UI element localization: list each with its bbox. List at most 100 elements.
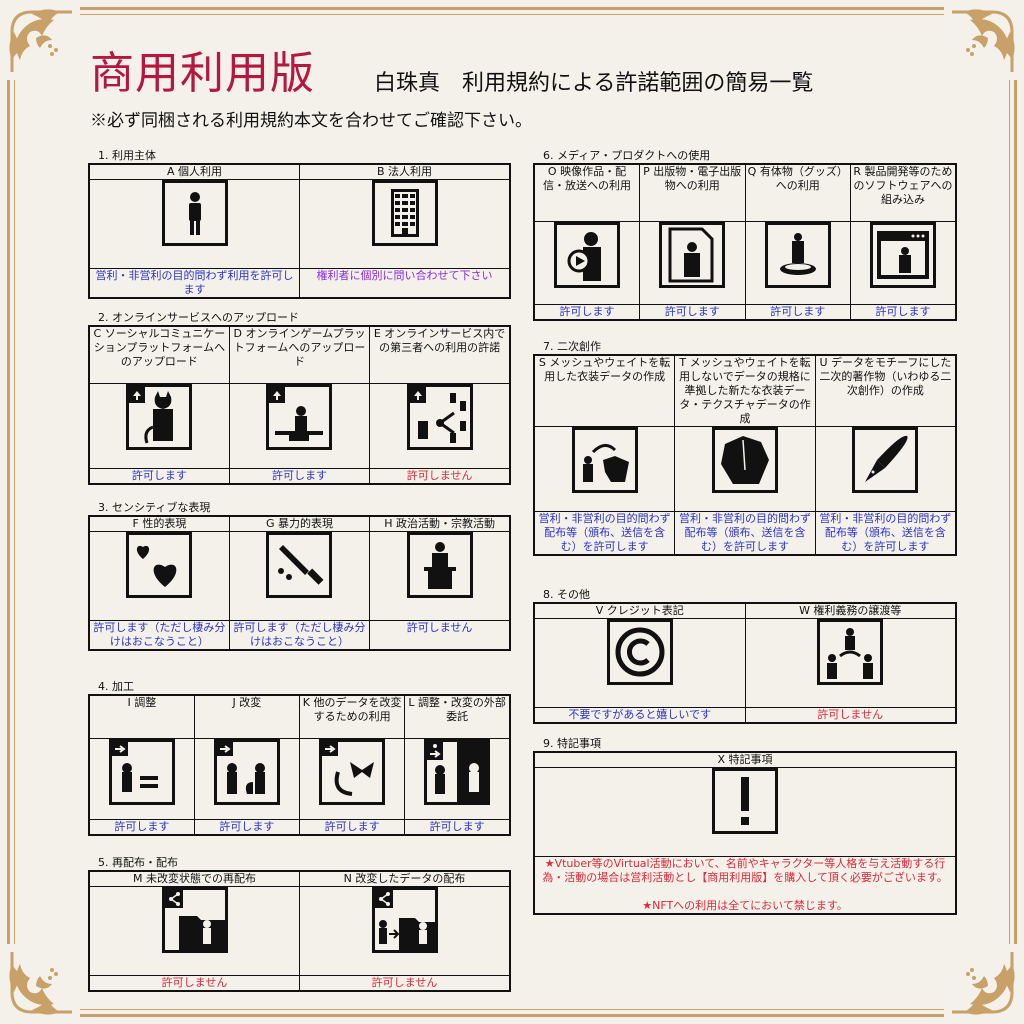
section-title: 3. センシティブな表現 <box>98 501 211 514</box>
item-icon-cell <box>88 179 300 269</box>
status-result-k: 許可します <box>298 819 406 836</box>
outsource-icon <box>424 739 491 805</box>
item-icon-cell <box>533 221 640 305</box>
special-note: ★Vtuber等のVirtual活動において、名前やキャラクター等人格を与え活動… <box>542 857 948 884</box>
status-result-f: 許可します（ただし棲み分けはおこなうこと） <box>88 620 230 651</box>
section-title: 7. 二次創作 <box>543 340 601 353</box>
section-title: 4. 加工 <box>98 680 134 693</box>
item-icon-cell <box>533 767 957 857</box>
item-label-o: O 映像作品・配信・放送への利用 <box>533 163 640 222</box>
upload-share-icon <box>406 384 473 450</box>
section-title: 5. 再配布・配布 <box>98 856 178 869</box>
item-icon-cell <box>850 221 957 305</box>
item-label-s: S メッシュやウェイトを転用した衣装データの作成 <box>533 354 676 427</box>
item-icon-cell <box>404 738 511 820</box>
figure-icon <box>764 222 831 288</box>
item-icon-cell <box>674 426 816 512</box>
special-note: ★NFTへの利用は全てにおいて禁じます。 <box>642 899 848 912</box>
upload-game-icon <box>266 384 333 450</box>
item-icon-cell <box>88 886 300 976</box>
publication-icon <box>659 222 726 288</box>
section-title: 2. オンラインサービスへのアップロード <box>98 311 299 324</box>
item-label-h: H 政治活動・宗教活動 <box>369 515 511 532</box>
item-label-n: N 改変したデータの配布 <box>299 870 511 887</box>
item-label-v: V クレジット表記 <box>533 602 746 619</box>
share-modified-icon <box>371 887 438 953</box>
page-title: 商用利用版 <box>90 48 315 99</box>
frame-inner-border <box>14 14 1010 1010</box>
ornament-corner-top-left-icon <box>2 2 80 80</box>
license-table: X 特記事項★Vtuber等のVirtual活動において、名前やキャラクター等人… <box>533 751 957 915</box>
section-title: 1. 利用主体 <box>98 149 156 162</box>
item-icon-cell <box>193 738 301 820</box>
video-icon <box>554 222 620 288</box>
status-result-a: 営利・非営利の目的問わず利用を許可します <box>88 268 300 299</box>
item-label-d: D オンラインゲームプラットフォームへのアップロード <box>228 325 371 384</box>
item-label-a: A 個人利用 <box>88 163 300 180</box>
item-label-q: Q 有体物（グッズ）への利用 <box>744 163 851 222</box>
item-label-m: M 未改変状態での再配布 <box>88 870 300 887</box>
item-label-j: J 改変 <box>193 694 301 739</box>
section-title: 6. メディア・プロダクトへの使用 <box>543 149 711 162</box>
software-window-icon <box>870 222 936 288</box>
status-result-m: 許可しません <box>88 975 300 992</box>
item-label-i: I 調整 <box>88 694 195 739</box>
item-label-f: F 性的表現 <box>88 515 230 532</box>
item-label-c: C ソーシャルコミュニケーションプラットフォームへのアップロード <box>88 325 230 384</box>
item-icon-cell <box>744 618 957 708</box>
status-result-l: 許可します <box>404 819 511 836</box>
ornament-corner-top-right-icon <box>944 2 1022 80</box>
upload-avatar-icon <box>126 384 193 450</box>
item-icon-cell <box>533 618 746 708</box>
item-label-w: W 権利義務の譲渡等 <box>744 602 957 619</box>
status-result-c: 許可します <box>88 468 230 485</box>
status-result-d: 許可します <box>228 468 371 485</box>
item-icon-cell <box>814 426 957 512</box>
hearts-icon <box>126 532 193 598</box>
item-label-k: K 他のデータを改変するための利用 <box>298 694 406 739</box>
section-title: 8. その他 <box>543 588 590 601</box>
status-result-g: 許可します（ただし棲み分けはおこなうこと） <box>228 620 371 651</box>
frame-outer-border <box>7 7 1017 1017</box>
status-result-b: 権利者に個別に問い合わせて下さい <box>299 268 511 299</box>
person-icon <box>161 180 228 246</box>
item-label-t: T メッシュやウェイトを転用しないでデータの規格に準拠した新たな衣装データ・テク… <box>674 354 816 427</box>
status-result-s: 営利・非営利の目的問わず配布等（頒布、送信を含む）を許可します <box>533 511 676 556</box>
status-result-q: 許可します <box>744 304 851 321</box>
section-title: 9. 特記事項 <box>543 737 601 750</box>
page-subtitle: 白珠真 利用規約による許諾範囲の簡易一覧 <box>374 71 814 96</box>
ornament-corner-bottom-left-icon <box>2 944 80 1022</box>
notice-text: ※必ず同梱される利用規約本文を合わせてご確認下さい。 <box>90 111 532 131</box>
item-icon-cell <box>533 426 676 512</box>
status-result-v: 不要ですがあると嬉しいです <box>533 707 746 724</box>
building-icon <box>371 180 438 246</box>
costume-icon <box>711 427 778 493</box>
item-label-l: L 調整・改変の外部委託 <box>404 694 511 739</box>
item-icon-cell <box>639 221 746 305</box>
exclamation-icon <box>712 768 778 834</box>
status-result-r: 許可します <box>850 304 957 321</box>
status-result-h: 許可しません <box>369 620 511 651</box>
podium-icon <box>406 532 473 598</box>
item-icon-cell <box>228 531 371 621</box>
transfer-icon <box>817 619 884 685</box>
share-folder-icon <box>161 887 228 953</box>
status-result-x: ★Vtuber等のVirtual活動において、名前やキャラクター等人格を与え活動… <box>533 856 957 915</box>
ornament-corner-bottom-right-icon <box>944 944 1022 1022</box>
status-result-u: 営利・非営利の目的問わず配布等（頒布、送信を含む）を許可します <box>814 511 957 556</box>
status-result-o: 許可します <box>533 304 640 321</box>
